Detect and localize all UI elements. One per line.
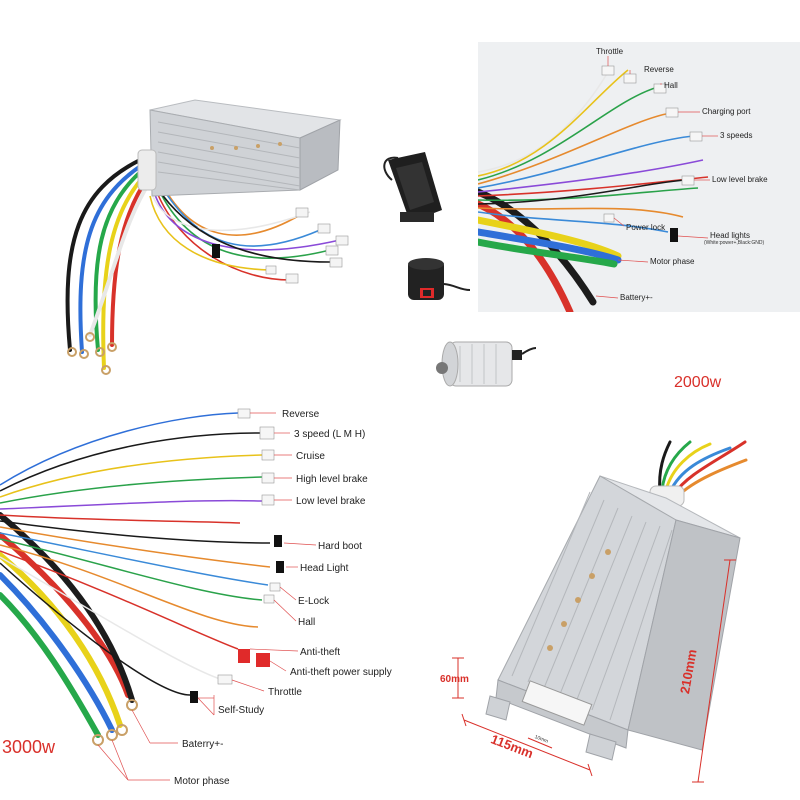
wiring-2000w-diagram: Throttle Reverse Hall Charging port 3 sp… bbox=[478, 42, 800, 312]
label-hall: Hall bbox=[298, 617, 315, 628]
label-3-speeds: 3 speeds bbox=[720, 131, 752, 140]
wiring-3000w-diagram: Reverse 3 speed (L M H) Cruise High leve… bbox=[0, 395, 440, 800]
accessories-photo bbox=[370, 140, 480, 400]
motor-icon bbox=[436, 341, 537, 387]
label-cruise: Cruise bbox=[296, 451, 325, 462]
label-power-lock: Power lock bbox=[626, 223, 666, 232]
label-reverse: Reverse bbox=[644, 65, 674, 74]
label-high-level-brake: High level brake bbox=[296, 474, 368, 485]
label-e-lock: E-Lock bbox=[298, 596, 330, 607]
label-low-level-brake: Low level brake bbox=[296, 496, 366, 507]
label-battery: Battery+- bbox=[620, 293, 653, 302]
label-reverse: Reverse bbox=[282, 409, 320, 420]
label-throttle: Throttle bbox=[596, 47, 624, 56]
label-3-speed: 3 speed (L M H) bbox=[294, 429, 365, 440]
label-self-study: Self-Study bbox=[218, 705, 264, 716]
label-motor-phase: Motor phase bbox=[174, 776, 230, 787]
foot-pedal-icon bbox=[383, 152, 442, 222]
label-motor-phase: Motor phase bbox=[650, 257, 695, 266]
label-charging-port: Charging port bbox=[702, 107, 751, 116]
wattage-2000-label: 2000w bbox=[674, 374, 722, 391]
label-hard-boot: Hard boot bbox=[318, 541, 362, 552]
controller-product-photo bbox=[0, 0, 380, 400]
motor-photo bbox=[430, 330, 540, 400]
label-anti-theft-power-supply: Anti-theft power supply bbox=[290, 667, 392, 678]
label-anti-theft: Anti-theft bbox=[300, 647, 340, 658]
dimension-width: 115mm bbox=[489, 731, 536, 761]
controller-dimensions-drawing: 60mm 115mm 210mm 10mm bbox=[440, 430, 800, 800]
label-battery: Baterry+- bbox=[182, 739, 223, 750]
wattage-3000-label: 3000w bbox=[2, 737, 56, 757]
label-head-light: Head Light bbox=[300, 563, 349, 574]
label-throttle: Throttle bbox=[268, 687, 302, 698]
label-low-level-brake: Low level brake bbox=[712, 175, 768, 184]
dimension-small: 10mm bbox=[534, 734, 549, 745]
label-head-lights-note: (White:power+,Black:GND) bbox=[704, 240, 764, 246]
label-head-lights: Head lights bbox=[710, 231, 750, 240]
dimension-height: 60mm bbox=[440, 674, 469, 685]
handlebar-switch-icon bbox=[408, 258, 471, 300]
label-hall: Hall bbox=[664, 81, 678, 90]
